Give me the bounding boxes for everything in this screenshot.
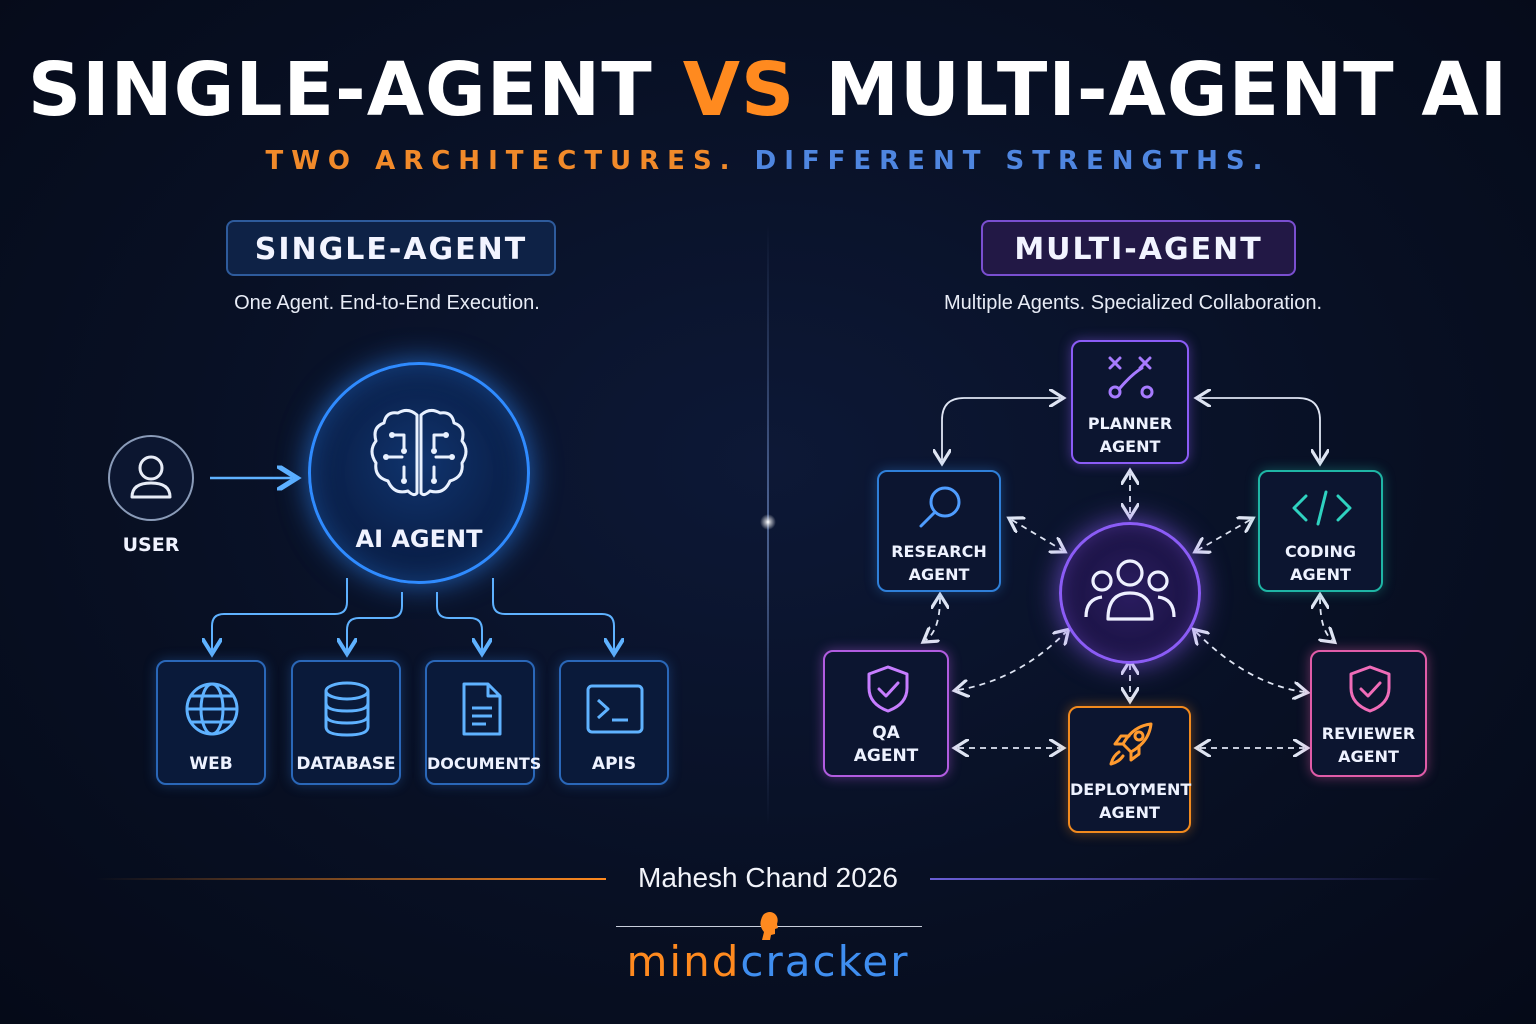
shield-check-icon bbox=[1349, 665, 1391, 713]
code-icon bbox=[1292, 490, 1352, 526]
shield-check-icon bbox=[867, 665, 909, 713]
footer-line-left bbox=[96, 878, 606, 880]
terminal-icon bbox=[586, 684, 644, 734]
brand-logo: mindcracker bbox=[626, 937, 910, 986]
multi-agent-tagline: Multiple Agents. Specialized Collaborati… bbox=[944, 292, 1322, 314]
ai-agent-node: AI AGENT bbox=[308, 362, 530, 584]
tool-documents: DOCUMENTS bbox=[425, 660, 542, 785]
author-credit: Mahesh Chand 2026 bbox=[638, 862, 898, 893]
page-subtitle: TWO ARCHITECTURES. DIFFERENT STRENGTHS. bbox=[0, 146, 1536, 176]
user-icon bbox=[130, 455, 172, 499]
page-title: SINGLE-AGENT VS MULTI-AGENT AI bbox=[0, 40, 1536, 140]
single-agent-heading: SINGLE-AGENT bbox=[226, 220, 556, 276]
head-silhouette-icon bbox=[760, 912, 778, 940]
tool-web: WEB bbox=[156, 660, 266, 785]
globe-icon bbox=[185, 682, 239, 736]
title-vs: VS bbox=[682, 47, 796, 133]
ai-agent-label: AI AGENT bbox=[355, 525, 483, 553]
tool-apis-label: APIS bbox=[591, 754, 637, 774]
brain-icon bbox=[370, 408, 468, 497]
tool-database-label: DATABASE bbox=[296, 754, 396, 774]
database-icon bbox=[324, 681, 370, 737]
multi-agent-heading: MULTI-AGENT bbox=[981, 220, 1296, 276]
tool-web-label: WEB bbox=[189, 754, 233, 774]
title-multi: MULTI-AGENT AI bbox=[825, 47, 1509, 133]
subtitle-part-a: TWO ARCHITECTURES. bbox=[265, 146, 738, 176]
tool-documents-label: DOCUMENTS bbox=[427, 754, 542, 773]
rocket-icon bbox=[1109, 722, 1153, 766]
user-node bbox=[108, 435, 194, 521]
multi-agent-connectors bbox=[768, 0, 1536, 1024]
strategy-icon bbox=[1108, 356, 1154, 399]
team-icon bbox=[1084, 559, 1176, 621]
search-icon bbox=[919, 486, 961, 528]
divider-sparkle-icon bbox=[760, 514, 776, 530]
title-single: SINGLE-AGENT bbox=[27, 47, 653, 133]
tool-apis: APIS bbox=[559, 660, 669, 785]
user-label: USER bbox=[122, 534, 180, 556]
tool-database: DATABASE bbox=[291, 660, 401, 785]
document-icon bbox=[462, 682, 502, 736]
single-agent-connectors bbox=[0, 0, 768, 1024]
subtitle-part-b: DIFFERENT STRENGTHS. bbox=[754, 146, 1271, 176]
single-agent-tagline: One Agent. End-to-End Execution. bbox=[234, 292, 540, 314]
team-hub-node bbox=[1059, 522, 1201, 664]
footer-line-right bbox=[930, 878, 1440, 880]
